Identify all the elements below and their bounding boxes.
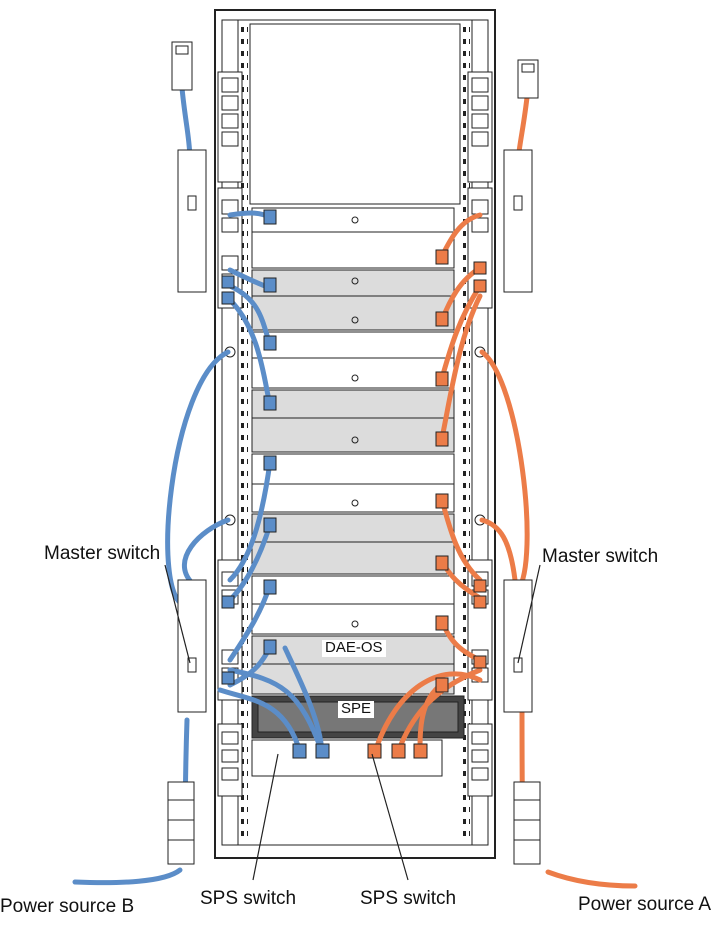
enclosure-2 <box>251 269 455 331</box>
master-switch-left-box <box>177 579 207 713</box>
leader-lines <box>164 564 541 881</box>
master-switch-left-label: Master switch <box>44 543 161 564</box>
outlet-icon <box>167 781 541 865</box>
sps-switch-right-label: SPS switch <box>360 888 457 909</box>
enclosure-5 <box>251 453 455 513</box>
power-b-cables <box>72 85 325 886</box>
sps-unit <box>251 739 443 777</box>
power-switch-icon <box>177 149 533 713</box>
spe-label: SPE <box>338 700 375 718</box>
enclosure-7 <box>251 575 455 635</box>
master-switch-right-box <box>503 579 533 713</box>
power-source-a-label: Power source A <box>578 894 712 915</box>
dae-os-label: DAE-OS <box>322 639 386 657</box>
power-a-connectors <box>367 249 487 759</box>
enclosure-1 <box>251 207 455 269</box>
power-b-connectors <box>221 209 330 759</box>
enclosure-4 <box>251 389 455 453</box>
rail-holes-left <box>240 24 248 839</box>
sps-switch-left-label: SPS switch <box>200 888 297 909</box>
master-switch-right-label: Master switch <box>542 546 659 567</box>
enclosure-3 <box>251 331 455 389</box>
power-source-b-label: Power source B <box>0 896 135 917</box>
power-plug-icon <box>171 41 539 99</box>
rail-holes-right <box>462 24 470 839</box>
enclosure-6 <box>251 513 455 575</box>
empty-rack-space <box>249 23 461 205</box>
